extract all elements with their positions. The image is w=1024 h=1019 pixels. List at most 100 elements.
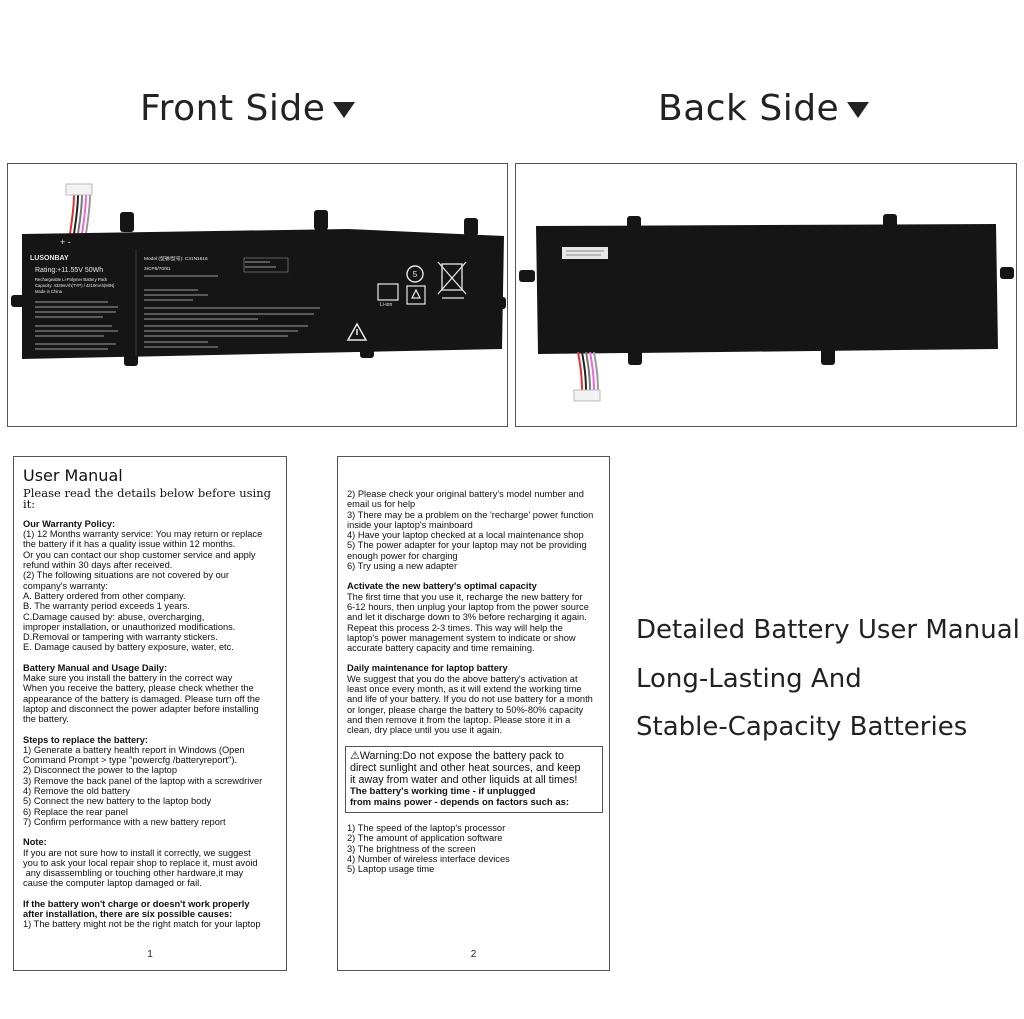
steps-heading: Steps to replace the battery: [23,734,149,745]
text-line: Command Prompt > type "powercfg /battery… [23,755,238,766]
text-line: 1) The battery might not be the right ma… [23,919,261,930]
text-line: 6-12 hours, then unplug your laptop from… [347,601,589,612]
charge-heading: after installation, there are six possib… [23,908,233,919]
front-side-title: Front Side [140,88,326,129]
text-line: inside your laptop's mainboard [347,519,473,530]
text-line: The first time that you use it, recharge… [347,591,583,602]
warning-line: it away from water and other liquids at … [350,773,578,786]
manual-intro: Please read the details below before usi… [23,486,271,511]
back-side-heading: Back Side [658,88,870,129]
text-line: 4) Remove the old battery [23,786,130,797]
note-heading: Note: [23,837,47,848]
maintenance-heading: Daily maintenance for laptop battery [347,663,508,674]
cells-label: 3ICP5/70/81 [144,266,171,272]
recycle-number: 5 [413,270,418,279]
text-line: enough power for charging [347,550,458,561]
text-line: B. The warranty period exceeds 1 years. [23,601,190,612]
steps-section: Steps to replace the battery: 1) Generat… [23,735,280,828]
warning-bold-line: from mains power - depends on factors su… [350,797,570,809]
text-line: the battery. [23,714,69,725]
caret-down-icon [847,102,870,118]
model-label: Model (型號/型号): C31N1816 [144,255,208,262]
factors-section: 1) The speed of the laptop's processor 2… [347,823,603,874]
text-line: 7) Confirm performance with a new batter… [23,816,226,827]
warning-text: Warning:Do not expose the battery pack t… [359,749,564,762]
maintenance-section: Daily maintenance for laptop battery We … [347,663,603,735]
front-side-heading: Front Side [140,88,356,129]
charge-heading: If the battery won't charge or doesn't w… [23,898,250,909]
text-line: (2) The following situations are not cov… [23,570,230,581]
manual-page-2: 2) Please check your original battery's … [337,456,610,971]
text-line: 1) Generate a battery health report in W… [23,744,245,755]
text-line: 5) The power adapter for your laptop may… [347,540,587,551]
warranty-section: Our Warranty Policy: (1) 12 Months warra… [23,519,280,653]
manual-page-1: User Manual Please read the details belo… [13,456,287,971]
warning-triangle-icon [346,322,368,341]
text-line: When you receive the battery, please che… [23,683,254,694]
rating-label: Rating:+11.55V 50Wh [35,267,103,274]
text-line: laptop's power management system to indi… [347,632,576,643]
chem-label: Rechargeable Li-Polymer Battery Pack [35,277,108,282]
usage-section: Battery Manual and Usage Daily: Make sur… [23,663,280,725]
text-line: Or you can contact our shop customer ser… [23,549,256,560]
text-line: 2) Disconnect the power to the laptop [23,765,178,776]
text-line: accurate battery capacity and time remai… [347,643,535,654]
text-line: 2) The amount of application software [347,833,503,844]
activate-section: Activate the new battery's optimal capac… [347,581,603,653]
text-line: 6) Replace the rear panel [23,806,128,817]
li-ion-recycle-icon [377,283,399,301]
text-line: (1) 12 Months warranty service: You may … [23,529,263,540]
brand-label: LUSONBAY [30,255,69,262]
text-line: refund within 30 days after received. [23,560,173,571]
polarity-mark: + - [60,237,71,247]
text-line: appearance of the battery is damaged. Pl… [23,693,261,704]
warranty-heading: Our Warranty Policy: [23,518,116,529]
continuation-section: 2) Please check your original battery's … [347,489,603,571]
page-number: 1 [147,949,153,960]
warning-line: direct sunlight and other heat sources, … [350,761,581,774]
text-line: E. Damage caused by battery exposure, wa… [23,642,234,653]
text-line: We suggest that you do the above battery… [347,673,578,684]
recycle-5-icon [406,265,424,283]
text-line: 3) The brightness of the screen [347,843,476,854]
text-line: cause the computer laptop damaged or fai… [23,878,202,889]
text-line: or longer, please charge the battery to … [347,704,584,715]
text-line: the battery if it has a quality issue wi… [23,539,236,550]
text-line: C.Damage caused by: abuse, overcharging, [23,611,205,622]
capacity-label: Capacity: 4335mAh(TYP) / 4210mAh(MIN) [35,283,115,288]
front-battery-photo: + - LUSONBAY Rating:+11.55V 50Wh Recharg… [7,163,508,427]
text-line: you to ask your local repair shop to rep… [23,857,258,868]
warning-box: ⚠Warning:Do not expose the battery pack … [345,745,603,814]
usage-heading: Battery Manual and Usage Daily: [23,662,168,673]
crossed-bin-icon [437,261,467,299]
activate-heading: Activate the new battery's optimal capac… [347,581,537,592]
warning-triangle-icon: ⚠ [350,749,360,762]
text-line: 5) Laptop usage time [347,864,435,875]
text-line: least once every month, as it will exten… [347,684,582,695]
caret-down-icon [333,102,356,118]
back-battery-image [519,214,1014,402]
back-battery-photo [515,163,1017,427]
recycle-arrows-icon [406,285,426,305]
text-line: If you are not sure how to install it co… [23,847,251,858]
text-line: 3) There may be a problem on the 'rechar… [347,509,594,520]
feature-line-3: Stable-Capacity Batteries [636,712,968,742]
text-line: and let it discharge down to 3% before r… [347,612,587,623]
text-line: 6) Try using a new adapter [347,561,458,572]
feature-line-1: Detailed Battery User Manual [636,615,1020,645]
text-line: improper installation, or unauthorized m… [23,621,236,632]
serial-sticker [562,247,608,259]
text-line: Make sure you install the battery in the… [23,673,233,684]
connector-cable [573,351,601,402]
front-battery-image: + - LUSONBAY Rating:+11.55V 50Wh Recharg… [11,183,506,366]
text-line: laptop and disconnect the power adapter … [23,703,259,714]
warning-bold-line: The battery's working time - if unplugge… [350,786,536,798]
text-line: 3) Remove the back panel of the laptop w… [23,775,263,786]
origin-label: Made in China [35,289,63,294]
feature-line-2: Long-Lasting And [636,664,862,694]
text-line: clean, dry place until you use it again. [347,725,503,736]
text-line: email us for help [347,499,416,510]
charge-section: If the battery won't charge or doesn't w… [23,899,280,930]
text-line: 5) Connect the new battery to the laptop… [23,796,212,807]
back-side-title: Back Side [658,88,840,129]
